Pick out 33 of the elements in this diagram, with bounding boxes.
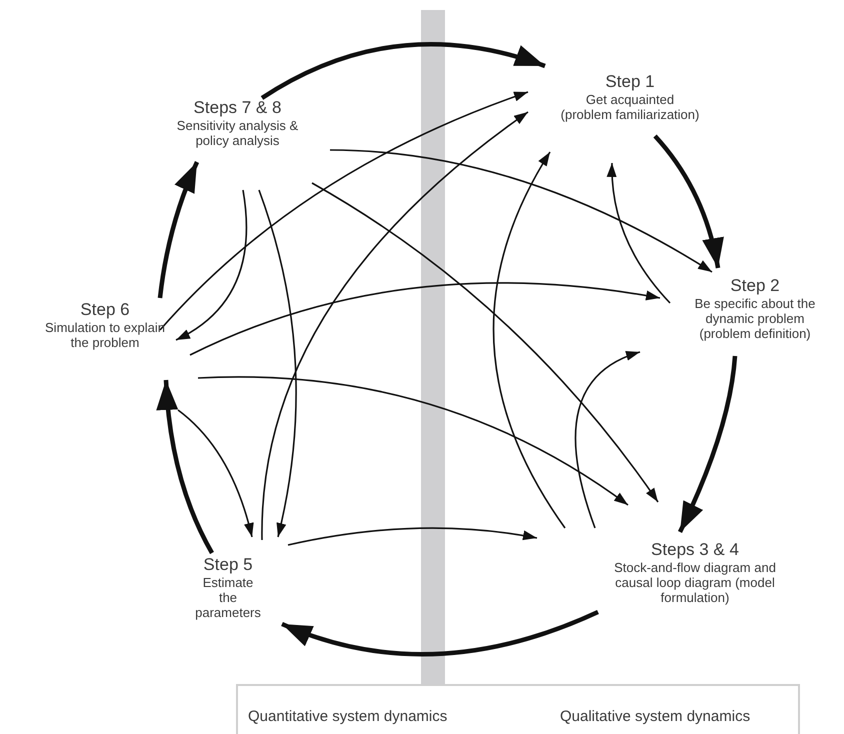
arrow: [330, 149, 712, 273]
arrow: [159, 91, 528, 331]
step-description: Estimate the parameters: [194, 575, 262, 620]
arrow: [653, 134, 724, 268]
region-label: Qualitative system dynamics: [560, 707, 750, 727]
arrow: [190, 282, 660, 356]
region-label: Quantitative system dynamics: [248, 707, 448, 727]
arrow: [158, 161, 200, 298]
step-title: Steps 3 & 4: [651, 540, 739, 560]
step-title: Step 2: [730, 276, 780, 296]
step-description: Stock-and-flow diagram and causal loop diagram (model formulation): [613, 560, 777, 605]
arrow: [261, 111, 528, 540]
arrow: [312, 182, 659, 502]
step-title: Step 6: [80, 300, 130, 320]
step-description: Be specific about the dynamic problem (problem definition): [694, 296, 816, 341]
arrow: [258, 190, 297, 538]
arrow: [260, 42, 546, 100]
arrow: [281, 610, 599, 656]
arrow: [198, 376, 628, 506]
step-title: Step 1: [605, 72, 655, 92]
arrow: [156, 380, 214, 554]
arrow: [574, 351, 640, 528]
arrow: [176, 190, 248, 341]
arrow: [492, 152, 566, 528]
step-description: Get acquainted (problem familiarization): [560, 92, 700, 122]
step-title: Step 5: [203, 555, 253, 575]
step-description: Simulation to explain the problem: [45, 320, 165, 350]
arrow: [288, 527, 538, 546]
step-title: Steps 7 & 8: [194, 98, 282, 118]
arrow: [678, 356, 738, 533]
step-description: Sensitivity analysis & policy analysis: [176, 118, 300, 148]
arrow: [607, 163, 671, 304]
arrow: [178, 409, 254, 538]
